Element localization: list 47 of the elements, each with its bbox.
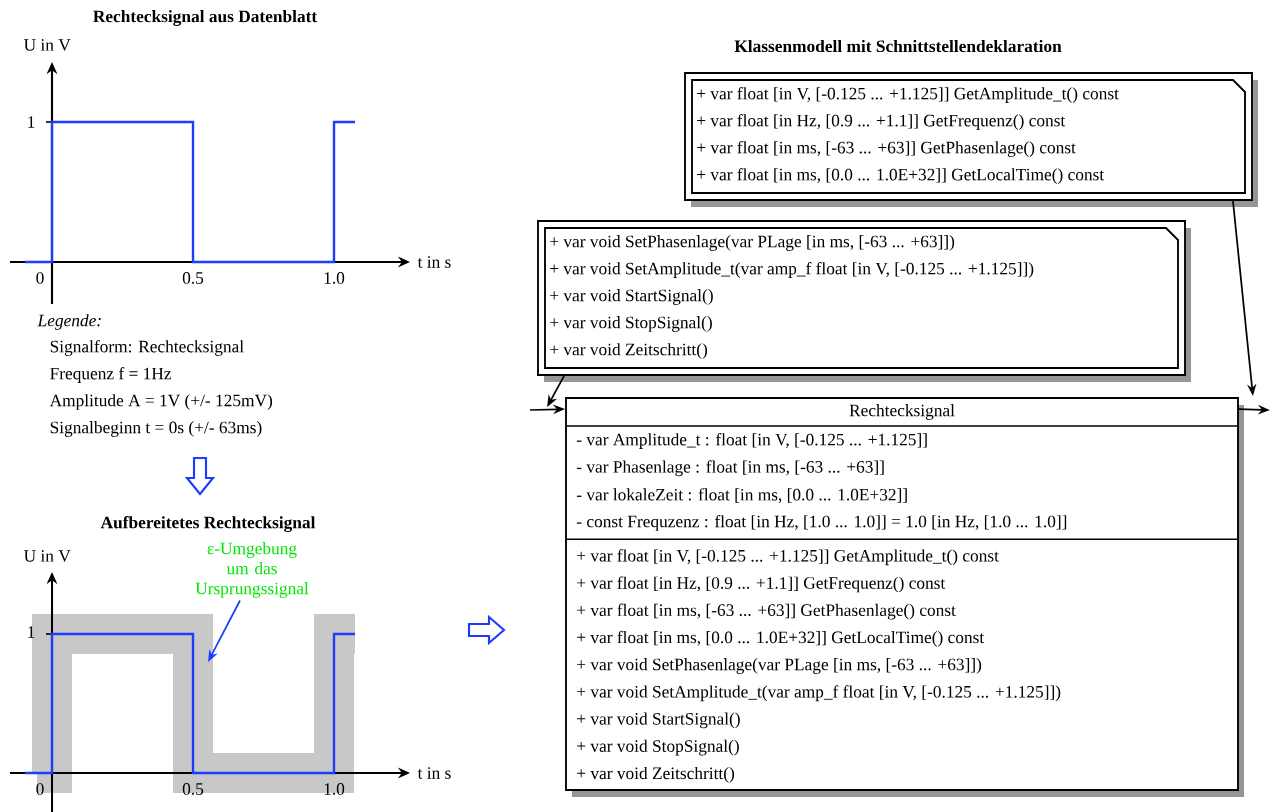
legend-text: Signalform: Rechtecksignal xyxy=(50,340,244,356)
member-text: - var Amplitude_t : float [in V, [-0.125 ... +1.125]] xyxy=(576,433,927,449)
member-text: + var void Zeitschritt() xyxy=(577,766,735,783)
axis-label: t in s xyxy=(417,256,451,268)
member-text: + var float [in V, [-0.125 ... +1.125]] GetAmplitude_t() const xyxy=(697,87,1119,103)
tick-label: 0.5 xyxy=(182,272,204,284)
member-text: - var lokaleZeit : float [in ms, [0.0 ... 1.0E+32]] xyxy=(576,488,907,504)
tick-label: 1 xyxy=(28,626,35,638)
member-text: + var void SetPhasenlage(var PLage [in ms, [-63 ... +63]]) xyxy=(550,235,955,251)
section-title: Aufbereitetes Rechtecksignal xyxy=(100,515,316,532)
tick-label: 0.5 xyxy=(182,783,204,795)
interface-box xyxy=(537,220,1191,382)
section-title: Klassenmodell mit Schnittstellendeklaration xyxy=(734,39,1062,53)
member-text: + var float [in Hz, [0.9 ... +1.1]] GetFrequenz() const xyxy=(577,576,946,593)
axis-label: U in V xyxy=(23,550,71,562)
annotation-text: ε-Umgebung um das Ursprungssignal xyxy=(195,542,309,598)
legend-text: Signalbeginn t = 0s (+/- 63ms) xyxy=(50,421,262,437)
tick-label: 0 xyxy=(36,272,44,284)
member-text: + var void SetAmplitude_t(var amp_f float [in V, [-0.125 ... +1.125]]) xyxy=(550,262,1034,278)
tick-label: 0 xyxy=(36,783,44,795)
tick-label: 1.0 xyxy=(324,783,345,795)
member-text: - const Frequzenz : float [in Hz, [1.0 ... 1.0]] = 1.0 [in Hz, [1.0 ... 1.0]] xyxy=(576,514,1067,531)
member-text: + var void StartSignal() xyxy=(577,712,740,729)
member-text: + var float [in ms, [-63 ... +63]] GetPhasenlage() const xyxy=(697,141,1076,157)
member-text: + var float [in ms, [0.0 ... 1.0E+32]] GetLocalTime() const xyxy=(577,630,985,647)
axis-label: t in s xyxy=(417,767,451,779)
legend-text: Frequenz f = 1Hz xyxy=(50,367,172,383)
member-text: + var void StartSignal() xyxy=(550,289,713,305)
tick-label: 1 xyxy=(28,116,35,128)
member-text: + var float [in Hz, [0.9 ... +1.1]] GetFrequenz() const xyxy=(697,114,1066,130)
legend-text: Amplitude A = 1V (+/- 125mV) xyxy=(49,394,273,410)
member-text: + var float [in ms, [-63 ... +63]] GetPhasenlage() const xyxy=(577,603,956,620)
member-text: + var void StopSignal() xyxy=(550,316,712,332)
member-text: + var void StopSignal() xyxy=(577,739,739,756)
class-box xyxy=(565,397,1244,797)
member-text: + var void Zeitschritt() xyxy=(550,343,708,359)
axis-label: U in V xyxy=(23,39,71,51)
member-text: + var void SetAmplitude_t(var amp_f float [in V, [-0.125 ... +1.125]]) xyxy=(577,685,1061,702)
section-title: Rechtecksignal aus Datenblatt xyxy=(93,10,318,26)
member-text: - var Phasenlage : float [in ms, [-63 ... +63]] xyxy=(576,460,884,477)
tick-label: 1.0 xyxy=(324,272,345,284)
legend-heading: Legende: xyxy=(37,314,101,330)
member-text: + var float [in V, [-0.125 ... +1.125]] GetAmplitude_t() const xyxy=(577,549,999,566)
member-text: + var void SetPhasenlage(var PLage [in ms, [-63 ... +63]]) xyxy=(577,658,982,674)
class-name: Rechtecksignal xyxy=(849,404,955,420)
member-text: + var float [in ms, [0.0 ... 1.0E+32]] GetLocalTime() const xyxy=(697,168,1105,184)
interface-box xyxy=(684,72,1258,207)
